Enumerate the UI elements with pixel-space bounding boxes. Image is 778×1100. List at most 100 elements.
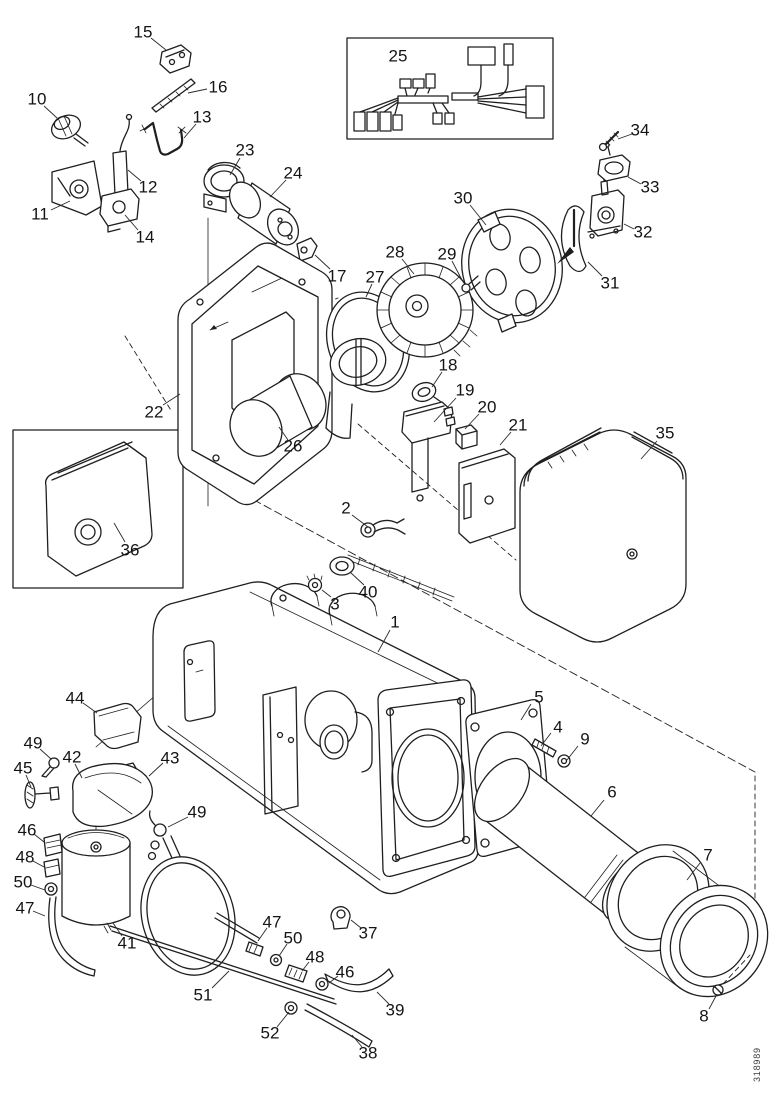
part-label-35: 35	[656, 424, 675, 443]
leader-line-26	[278, 426, 289, 441]
leader-line-8	[708, 995, 717, 1010]
leader-line-50	[30, 884, 46, 891]
leader-line-46	[33, 833, 45, 843]
leader-line-49	[39, 748, 52, 760]
leader-line-39	[376, 991, 390, 1005]
part-label-48: 48	[306, 948, 325, 967]
part-29-screw	[461, 275, 481, 293]
part-label-26: 26	[284, 437, 303, 456]
part-20-connector	[455, 424, 478, 450]
leader-line-13	[183, 123, 197, 139]
part-28-blower-wheel	[376, 262, 478, 358]
part-39-elbow	[324, 968, 394, 993]
leader-line-2	[351, 514, 369, 528]
part-26-cylinder	[229, 373, 327, 457]
leader-line-20	[464, 413, 480, 430]
leader-line-21	[499, 431, 512, 446]
part-label-2: 2	[341, 499, 350, 518]
part-label-43: 43	[161, 749, 180, 768]
part-37-clamp	[330, 906, 351, 930]
part-38-elbow	[304, 1003, 373, 1048]
part-label-9: 9	[580, 730, 589, 749]
part-label-25: 25	[389, 47, 408, 66]
leader-line-5	[520, 703, 532, 721]
leader-line-22	[162, 393, 181, 406]
leader-line-41	[112, 922, 123, 937]
part-49-fitting-a	[41, 757, 60, 778]
part-7-end-rings	[606, 844, 769, 998]
part-48-fitting-a	[43, 858, 61, 878]
part-label-47: 47	[263, 913, 282, 932]
part-50-fitting-b	[269, 953, 283, 967]
leader-line-37	[350, 919, 362, 929]
part-label-18: 18	[439, 356, 458, 375]
leader-line-31	[587, 261, 603, 277]
leader-line-16	[187, 88, 208, 94]
part-14-holder	[99, 188, 140, 233]
part-51-fuel-line	[103, 912, 337, 1005]
part-label-52: 52	[261, 1024, 280, 1043]
leader-line-51	[211, 970, 230, 989]
part-label-38: 38	[359, 1044, 378, 1063]
part-label-31: 31	[601, 274, 620, 293]
part-11-bracket	[51, 160, 103, 216]
leader-line-48	[32, 860, 45, 868]
leader-line-49	[167, 816, 189, 828]
part-label-7: 7	[703, 846, 712, 865]
part-47-hose-a	[48, 896, 96, 977]
leader-line-42	[74, 763, 83, 779]
leader-line-45	[25, 774, 32, 788]
leader-line-33	[627, 176, 642, 185]
part-35-cover	[519, 427, 687, 643]
part-label-49: 49	[188, 803, 207, 822]
doc-number: 318989	[752, 1047, 762, 1082]
part-label-5: 5	[534, 688, 543, 707]
part-label-32: 32	[634, 223, 653, 242]
part-label-50: 50	[284, 929, 303, 948]
part-label-28: 28	[386, 243, 405, 262]
part-label-49: 49	[24, 734, 43, 753]
leader-line-47	[32, 910, 46, 917]
part-label-51: 51	[194, 986, 213, 1005]
part-label-27: 27	[366, 268, 385, 287]
part-16-rod	[151, 78, 196, 113]
part-label-24: 24	[284, 164, 303, 183]
leader-line-29	[451, 260, 463, 281]
part-label-22: 22	[145, 403, 164, 422]
part-46-fitting-b	[315, 977, 329, 991]
part-22-mounting-plate	[177, 242, 333, 506]
part-12-glow-pin	[112, 113, 133, 196]
part-label-6: 6	[607, 783, 616, 802]
part-48-fitting-b	[284, 964, 308, 983]
leader-line-18	[431, 371, 443, 388]
leader-line-48	[301, 961, 310, 972]
part-label-39: 39	[386, 1001, 405, 1020]
part-15-bracket	[159, 44, 192, 74]
part-label-12: 12	[139, 178, 158, 197]
part-47-fitting-b	[245, 941, 264, 957]
leader-line-17	[314, 254, 331, 270]
part-19-relay	[401, 401, 456, 502]
leader-line-3	[321, 589, 332, 598]
leader-line-46	[328, 975, 339, 984]
leader-line-6	[590, 799, 605, 817]
part-label-46: 46	[336, 963, 355, 982]
leader-line-27	[365, 283, 373, 298]
leader-line-28	[401, 258, 415, 275]
leader-line-32	[623, 223, 635, 230]
part-label-46: 46	[18, 821, 37, 840]
part-label-29: 29	[438, 245, 457, 264]
leader-line-50	[278, 943, 288, 957]
part-13-tube	[139, 121, 187, 156]
part-label-48: 48	[16, 848, 35, 867]
part-label-13: 13	[193, 108, 212, 127]
part-30-end-plate	[461, 208, 563, 333]
part-label-50: 50	[14, 873, 33, 892]
leader-line-11	[50, 200, 71, 211]
hose-loop	[140, 835, 236, 976]
part-label-33: 33	[641, 178, 660, 197]
part-label-20: 20	[478, 398, 497, 417]
leader-line-9	[566, 745, 579, 761]
